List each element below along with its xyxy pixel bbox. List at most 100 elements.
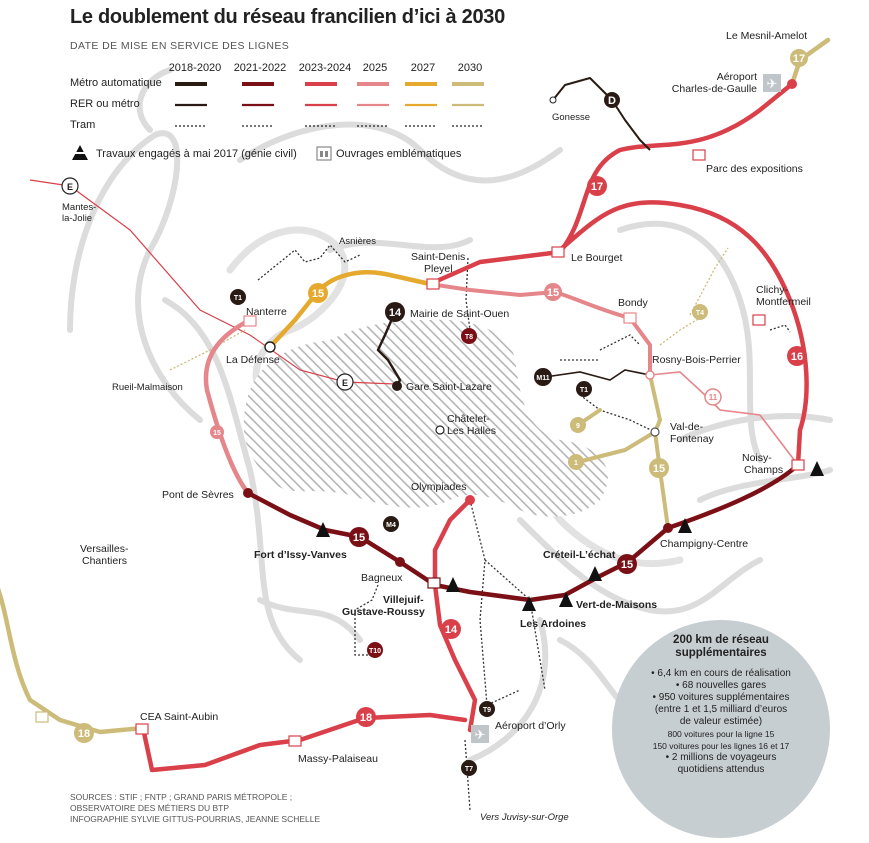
works-icon-noisy [810, 461, 824, 476]
summary-item-4: de valeur estimée) [679, 716, 763, 727]
sources-line-1: SOURCES : STIF ; FNTP ; GRAND PARIS MÉTR… [70, 792, 293, 802]
badge-16 [787, 346, 807, 366]
legend-row-metro: Métro automatique [70, 77, 162, 89]
badge-d [604, 92, 620, 108]
label-mantes-2: la-Jolie [62, 213, 92, 224]
label-rueil: Rueil-Malmaison [112, 382, 183, 393]
label-val-2: Fontenay [670, 433, 715, 445]
works-icons [316, 461, 824, 611]
sources: SOURCES : STIF ; FNTP ; GRAND PARIS MÉTR… [70, 792, 370, 825]
line-m11 [544, 369, 651, 381]
badge-15-yellow [308, 283, 328, 303]
summary-title: 200 km de réseau supplémentaires [626, 634, 816, 660]
label-parc: Parc des expositions [706, 163, 803, 175]
summary-title-2: supplémentaires [675, 647, 767, 659]
label-noisy-1: Noisy- [742, 452, 772, 464]
badge-e-mid [336, 373, 354, 391]
works-icon-creteil [588, 566, 602, 581]
badge-9 [570, 417, 586, 433]
structure-icon-legend [316, 146, 332, 161]
airport-icons: ✈ ✈ [471, 74, 781, 743]
badge-14-north-label: 14 [389, 307, 402, 319]
station-dot-sevres [243, 488, 253, 498]
legend-year-2025: 2025 [362, 62, 388, 74]
structure-icon-saintdenis [426, 278, 440, 290]
summary-small-2: 150 voitures pour les lignes 16 et 17 [652, 741, 790, 751]
label-versailles-2: Chantiers [82, 555, 127, 567]
badge-t8 [461, 328, 477, 344]
structure-icon-west18 [35, 711, 49, 723]
label-issy: Fort d’Issy-Vanves [254, 549, 347, 561]
badge-11 [704, 388, 722, 406]
legend-year-2018: 2018-2020 [168, 62, 222, 74]
station-dot-val [650, 427, 660, 437]
works-icon-vert [559, 592, 573, 607]
legend-subtitle: DATE DE MISE EN SERVICE DES LIGNES [70, 40, 290, 52]
legend-works-note: Travaux engagés à mai 2017 (génie civil) [96, 148, 297, 160]
airplane-icon-cdg [763, 74, 781, 92]
badge-m11 [534, 368, 552, 386]
label-cea: CEA Saint-Aubin [140, 711, 218, 723]
badge-t1-west-label: T1 [234, 295, 242, 302]
works-icon-ardoines [522, 596, 536, 611]
label-gonesse: Gonesse [552, 112, 590, 123]
structure-icon-parc [692, 149, 706, 161]
station-dot-olympiades [465, 495, 475, 505]
summary-item-1: • 68 nouvelles gares [675, 680, 767, 691]
legend-row-tram: Tram [70, 119, 96, 131]
badge-1-label: 1 [574, 460, 578, 467]
station-dot-cdg [787, 79, 797, 89]
structure-icon-clichy [752, 314, 766, 326]
label-sevres: Pont de Sèvres [162, 489, 234, 501]
label-clichy-1: Clichy- [756, 284, 789, 296]
sources-line-2: OBSERVATOIRE DES MÉTIERS DU BTP [70, 803, 230, 813]
station-dot-stlazare [392, 381, 402, 391]
badge-15-creteil [617, 554, 637, 574]
line-14-north [376, 311, 402, 387]
label-chatelet-2: Les Halles [447, 425, 496, 437]
label-val-1: Val-de- [670, 421, 704, 433]
badge-t4-label: T4 [696, 310, 704, 317]
label-defense: La Défense [226, 354, 280, 366]
station-dot-rosny [645, 370, 655, 380]
airplane-glyph-cdg: ✈ [767, 77, 778, 92]
line-badges: 17 17 D E T1 15 14 T8 15 T4 16 E M11 T1 … [61, 49, 808, 776]
badge-15-pink [544, 283, 562, 301]
line-15-south [245, 462, 801, 603]
label-massy: Massy-Palaiseau [298, 753, 378, 765]
badge-15-creteil-label: 15 [621, 559, 633, 571]
works-icon-villejuif [446, 577, 460, 592]
line-18-2030 [0, 587, 146, 735]
label-ardoines: Les Ardoines [520, 618, 586, 630]
badge-m4 [383, 516, 399, 532]
badge-18-gold-label: 18 [78, 728, 90, 740]
label-orly: Aéroport d’Orly [495, 720, 566, 732]
badge-18-gold [74, 723, 94, 743]
label-cdg-2: Charles-de-Gaulle [672, 83, 757, 95]
badge-15-pink-label: 15 [547, 287, 559, 299]
badge-e-mid-label: E [342, 378, 348, 388]
summary-title-1: 200 km de réseau [673, 634, 769, 646]
badge-m4-label: M4 [386, 522, 396, 529]
badge-t10-label: T10 [369, 648, 381, 655]
structure-icon-bondy [623, 312, 637, 324]
badge-17-label: 17 [591, 181, 603, 193]
badge-d-label: D [608, 95, 616, 107]
label-villejuif-1: Villejuif- [383, 594, 424, 606]
label-saintdenis-2: Pleyel [424, 263, 453, 275]
label-creteil: Créteil-L’échat [543, 549, 616, 561]
label-rosny: Rosny-Bois-Perrier [652, 354, 741, 366]
legend-row-rer: RER ou métro [70, 98, 140, 110]
badge-e-top-label: E [67, 182, 73, 192]
label-mairie-so: Mairie de Saint-Ouen [410, 308, 509, 320]
station-dot-defense [264, 341, 276, 353]
summary-circle [612, 620, 830, 838]
station-labels: Le Mesnil-Amelot Aéroport Charles-de-Gau… [62, 30, 811, 823]
station-dot-bagneux [395, 557, 405, 567]
badge-15-east-label: 15 [653, 463, 665, 475]
structure-icon-cea [135, 723, 149, 735]
works-cone-icon [72, 145, 88, 160]
badge-15-issy-label: 15 [353, 532, 365, 544]
label-saintdenis-1: Saint-Denis [411, 251, 465, 263]
station-dot-gonesse [549, 96, 557, 104]
